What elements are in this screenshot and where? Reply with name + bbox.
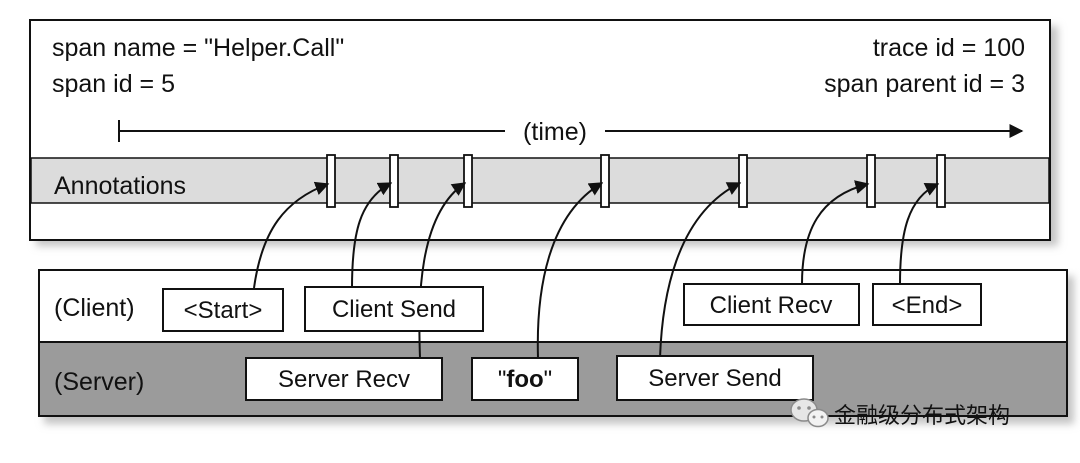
foo-event-box: "foo"	[471, 357, 579, 401]
server-recv-event-label: Server Recv	[278, 366, 410, 393]
client-row-label: (Client)	[54, 294, 135, 322]
span-name-text: span name = "Helper.Call"	[52, 34, 344, 62]
time-axis: (time)	[118, 118, 1024, 146]
client-events: <Start> Client Send Client Recv <End>	[162, 283, 982, 332]
connector-client-send	[351, 182, 393, 289]
foo-event-label: "foo"	[498, 366, 552, 393]
connector-server-recv	[418, 182, 467, 359]
annotation-tick-client-send	[389, 154, 399, 208]
annotations-band	[30, 157, 1050, 204]
trace-id-text: trace id = 100	[873, 34, 1025, 62]
connector-client-recv	[801, 180, 870, 285]
server-events: Server Recv "foo" Server Send	[245, 355, 814, 401]
watermark: 金融级分布式架构	[790, 398, 1010, 429]
end-event-box: <End>	[872, 283, 982, 326]
server-send-event-label: Server Send	[648, 365, 781, 392]
connector-end	[899, 182, 940, 285]
span-panel: span name = "Helper.Call" span id = 5 tr…	[29, 19, 1058, 246]
annotations-row-label: Annotations	[54, 172, 186, 200]
connector-foo	[536, 182, 604, 359]
wechat-icon	[790, 398, 829, 428]
span-id-text: span id = 5	[52, 70, 175, 98]
client-send-event-label: Client Send	[332, 296, 456, 323]
annotation-ticks	[326, 154, 946, 208]
time-axis-label: (time)	[523, 118, 587, 146]
client-send-event-box: Client Send	[304, 286, 484, 332]
connector-start	[253, 181, 330, 289]
foo-open-quote: "	[498, 366, 507, 393]
foo-close-quote: "	[544, 366, 553, 393]
server-send-event-box: Server Send	[616, 355, 814, 401]
annotation-tick-end	[936, 154, 946, 208]
connector-server-send	[659, 182, 742, 359]
server-recv-event-box: Server Recv	[245, 357, 443, 401]
span-parent-id-text: span parent id = 3	[824, 70, 1025, 98]
server-row-label: (Server)	[54, 368, 144, 396]
start-event-box: <Start>	[162, 288, 284, 332]
start-event-label: <Start>	[184, 297, 263, 324]
client-recv-event-label: Client Recv	[710, 292, 833, 319]
annotation-tick-start	[326, 154, 336, 208]
annotation-tick-client-recv	[866, 154, 876, 208]
annotation-tick-foo	[600, 154, 610, 208]
watermark-text: 金融级分布式架构	[834, 404, 1010, 429]
end-event-label: <End>	[892, 292, 963, 319]
annotation-tick-server-recv	[463, 154, 473, 208]
annotation-tick-server-send	[738, 154, 748, 208]
foo-word: foo	[506, 366, 543, 393]
annotation-connectors	[253, 180, 940, 359]
client-recv-event-box: Client Recv	[683, 283, 860, 326]
